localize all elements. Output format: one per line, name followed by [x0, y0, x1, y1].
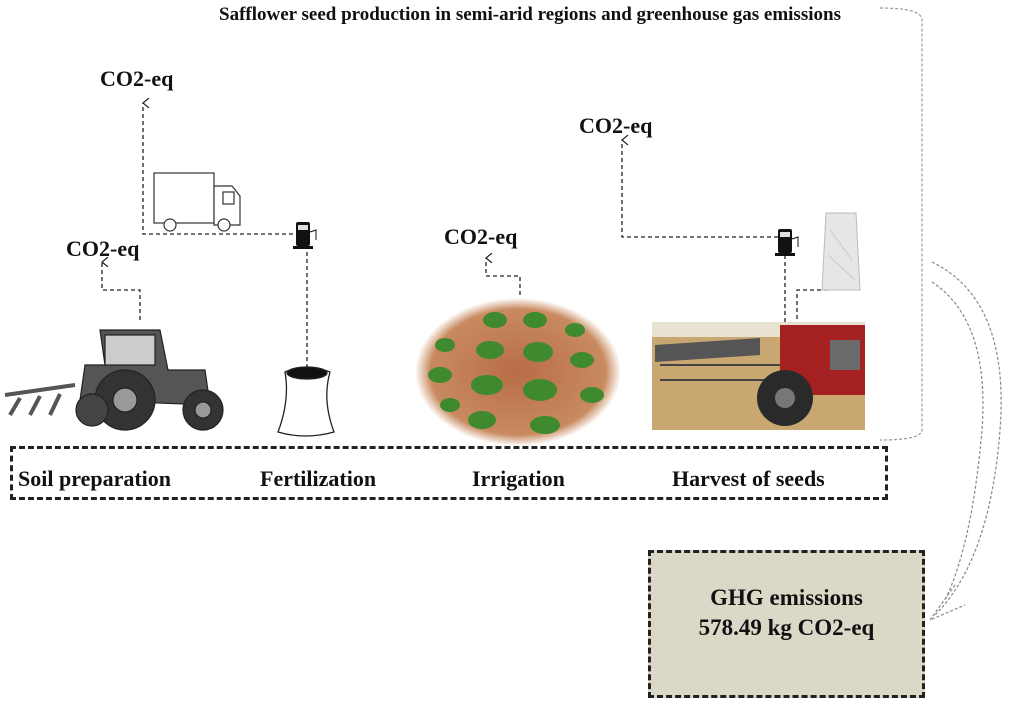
- stages-box: [10, 446, 888, 500]
- ghg-value: 578.49 kg CO2-eq: [698, 615, 875, 640]
- stage-harvest: Harvest of seeds: [672, 466, 825, 491]
- irrigation-co2-label: CO2-eq: [444, 224, 518, 249]
- seed-bag-icon: [821, 212, 861, 291]
- tractor-icon: [4, 329, 224, 431]
- bag-harvest-line: [796, 289, 828, 325]
- fuel-pump-icon: [775, 229, 799, 256]
- harvest-emission-line: [622, 140, 785, 238]
- curved-arrow-icon: [928, 261, 1002, 622]
- tractor-emission-line: [102, 262, 141, 320]
- diagram-title: Safflower seed production in semi-arid r…: [219, 4, 841, 25]
- ghg-heading: GHG emissions: [710, 585, 863, 610]
- fertilizer-sack-icon: [277, 366, 335, 437]
- harvest-co2-label: CO2-eq: [579, 113, 653, 138]
- irrigation-field-image: [415, 298, 621, 446]
- harvester-image: [652, 322, 865, 430]
- process-bracket: [879, 7, 923, 441]
- irrigation-emission-line: [486, 258, 521, 330]
- stage-soil-preparation: Soil preparation: [18, 466, 172, 491]
- truck-co2-label: CO2-eq: [100, 66, 174, 91]
- ghg-result-box: GHG emissions 578.49 kg CO2-eq: [648, 550, 925, 698]
- truck-emission-line: [143, 103, 300, 235]
- stage-fertilization: Fertilization: [260, 466, 377, 491]
- truck-icon: [153, 172, 241, 232]
- stage-irrigation: Irrigation: [472, 466, 565, 491]
- fuel-pump-icon: [293, 222, 317, 249]
- tractor-co2-label: CO2-eq: [66, 236, 140, 261]
